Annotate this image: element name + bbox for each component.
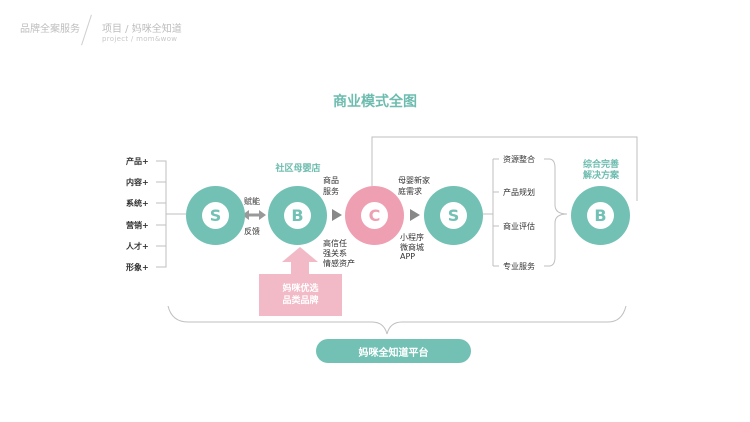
label-solution-line2: 解决方案	[582, 171, 619, 181]
brand-box-line1: 妈咪优选	[282, 284, 319, 294]
label-goods: 商品	[323, 176, 339, 185]
label-solution: 综合完善 解决方案	[566, 160, 636, 182]
left-item-marketing: 营销+	[126, 221, 149, 230]
node-c-consumer: C	[345, 186, 404, 245]
node-b-solution-letter: B	[587, 202, 614, 229]
header-left-text: 品牌全案服务	[20, 24, 80, 35]
label-mini-program: 小程序	[400, 233, 424, 242]
left-item-system: 系统+	[126, 199, 149, 208]
node-s-left: S	[186, 186, 245, 245]
label-service: 服务	[323, 187, 339, 196]
node-b-community-letter: B	[284, 202, 311, 229]
header-project-text: 项目 / 妈咪全知道	[102, 24, 182, 35]
label-family-demand-1: 母婴新家	[398, 176, 430, 185]
brand-box-line2: 品类品牌	[282, 296, 319, 306]
left-item-image: 形象+	[126, 263, 149, 272]
node-c-consumer-letter: C	[361, 202, 388, 229]
left-item-product: 产品+	[126, 157, 149, 166]
label-family-demand-2: 庭需求	[398, 187, 422, 196]
diagram-title: 商业模式全图	[333, 94, 417, 110]
node-s-right: S	[424, 186, 483, 245]
right-item-pro-service: 专业服务	[503, 262, 535, 271]
platform-pill: 妈咪全知道平台	[316, 339, 471, 363]
label-community-store: 社区母婴店	[275, 164, 321, 174]
label-micro-mall: 微商城	[400, 243, 424, 252]
left-item-content: 内容+	[126, 178, 149, 187]
node-s-left-letter: S	[202, 202, 229, 229]
label-solution-line1: 综合完善	[582, 160, 619, 170]
left-item-talent: 人才+	[126, 242, 149, 251]
right-item-business-eval: 商业评估	[503, 222, 535, 231]
label-empower: 赋能	[244, 197, 260, 206]
node-b-community: B	[268, 186, 327, 245]
right-item-resource: 资源整合	[503, 155, 535, 164]
header-project-subtext: project / mom&wow	[102, 35, 178, 43]
right-item-product-plan: 产品规划	[503, 188, 535, 197]
node-b-solution: B	[571, 186, 630, 245]
label-feedback: 反馈	[244, 227, 260, 236]
label-emotional-asset: 情感资产	[323, 259, 355, 268]
label-app: APP	[400, 252, 416, 261]
label-strong-relation: 强关系	[323, 249, 347, 258]
label-high-trust: 高信任	[323, 239, 347, 248]
brand-box: 妈咪优选 品类品牌	[259, 274, 342, 316]
node-s-right-letter: S	[440, 202, 467, 229]
